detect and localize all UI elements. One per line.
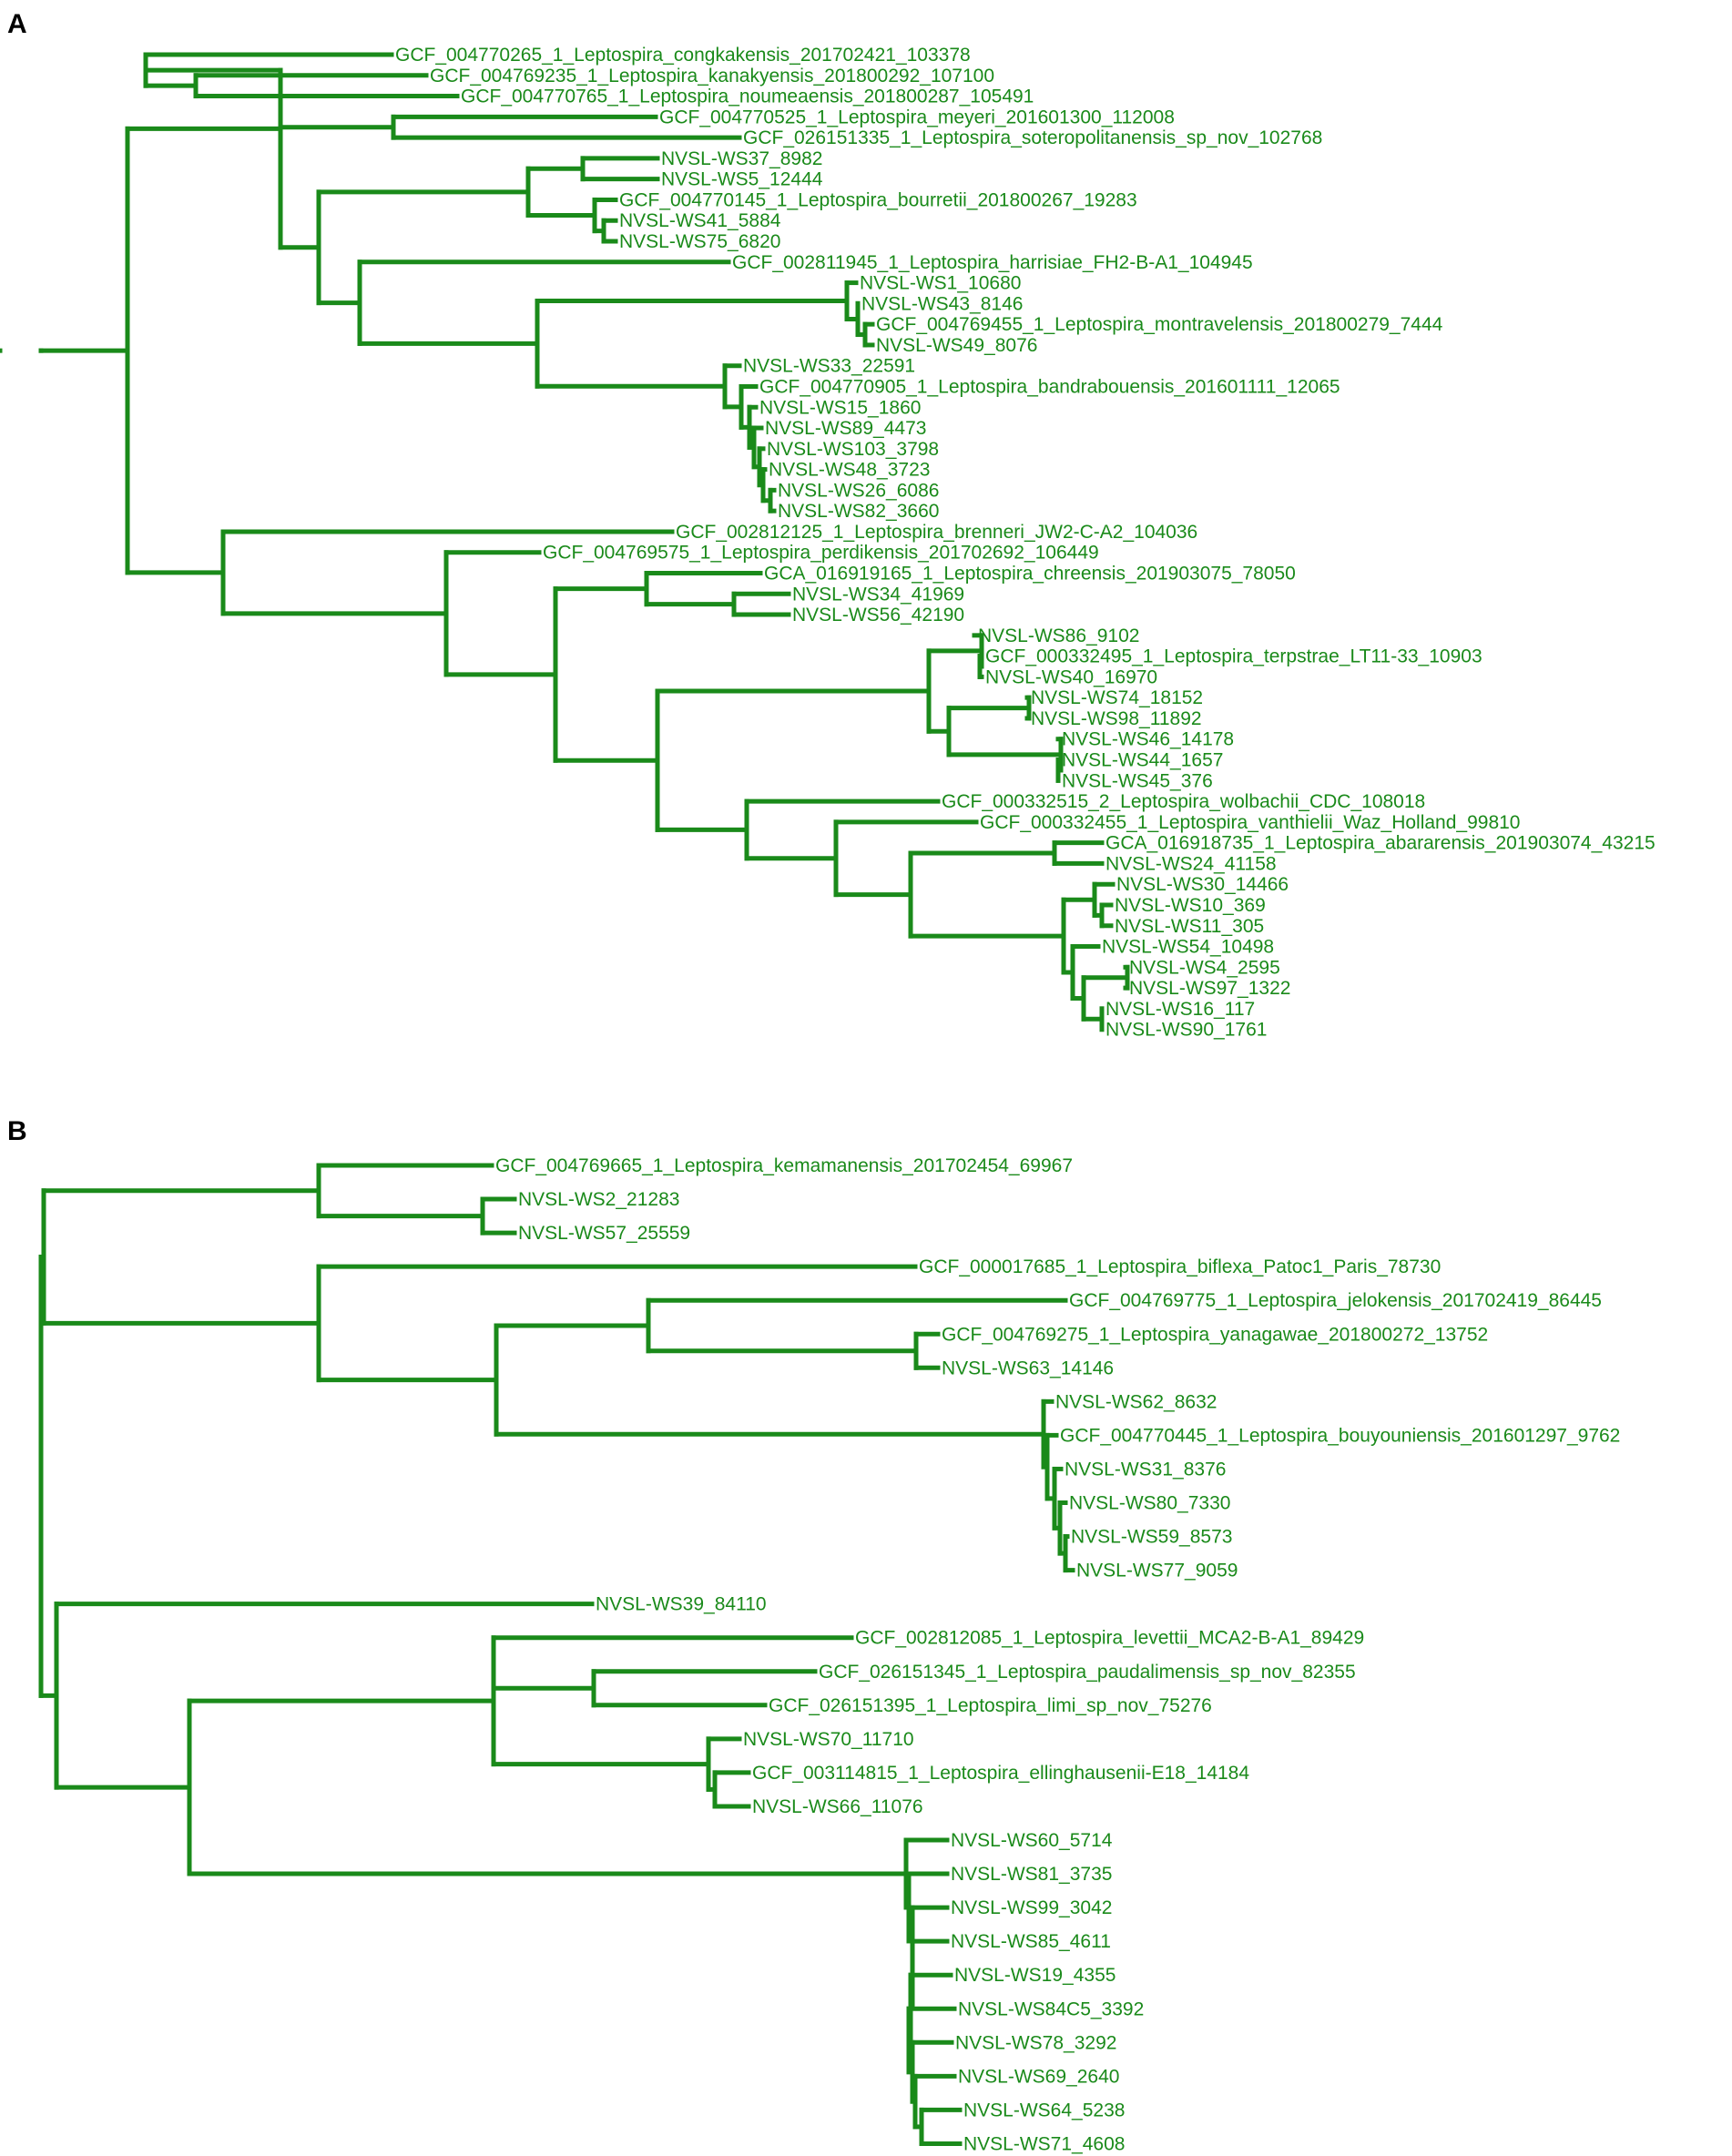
panel-b: B GCF_004769665_1_Leptospira_kemamanensi…	[7, 1116, 1620, 2154]
leaf-label: GCA_016919165_1_Leptospira_chreensis_201…	[764, 564, 1296, 585]
leaf-label: GCF_002811945_1_Leptospira_harrisiae_FH2…	[732, 252, 1253, 273]
leaf-label: NVSL-WS64_5238	[963, 2100, 1125, 2120]
leaf-label: GCF_004769665_1_Leptospira_kemamanensis_…	[495, 1155, 1073, 1176]
leaf-label: NVSL-WS43_8146	[861, 293, 1023, 314]
leaf-label: GCF_004769775_1_Leptospira_jelokensis_20…	[1069, 1290, 1602, 1311]
leaf-label: NVSL-WS77_9059	[1076, 1561, 1238, 1581]
leaf-label: NVSL-WS33_22591	[743, 356, 915, 377]
leaf-label: NVSL-WS70_11710	[743, 1729, 914, 1750]
panel-b-tree: GCF_004769665_1_Leptospira_kemamanensis_…	[38, 1155, 1620, 2154]
leaf-label: NVSL-WS57_25559	[518, 1223, 690, 1244]
leaf-label: NVSL-WS98_11892	[1031, 708, 1202, 729]
leaf-label: GCF_003114815_1_Leptospira_ellinghauseni…	[752, 1763, 1249, 1784]
leaf-label: GCF_026151335_1_Leptospira_soteropolitan…	[743, 127, 1322, 148]
leaf-label: GCF_004769455_1_Leptospira_montravelensi…	[876, 314, 1443, 335]
leaf-label: GCF_004770765_1_Leptospira_noumeaensis_2…	[461, 86, 1034, 107]
leaf-label: GCF_004769575_1_Leptospira_perdikensis_2…	[543, 543, 1099, 564]
leaf-label: GCA_016918735_1_Leptospira_abararensis_2…	[1105, 833, 1656, 854]
leaf-label: NVSL-WS59_8573	[1071, 1527, 1232, 1548]
leaf-label: NVSL-WS89_4473	[765, 418, 926, 439]
leaf-label: NVSL-WS40_16970	[985, 666, 1157, 687]
leaf-label: NVSL-WS16_117	[1105, 999, 1255, 1020]
leaf-label: NVSL-WS84C5_3392	[958, 1998, 1144, 2019]
leaf-label: GCF_004770145_1_Leptospira_bourretii_201…	[619, 189, 1137, 210]
panel-b-label: B	[7, 1116, 27, 1146]
leaf-label: NVSL-WS103_3798	[767, 439, 939, 460]
leaf-label: NVSL-WS97_1322	[1129, 978, 1290, 999]
leaf-label: GCF_004770445_1_Leptospira_bouyouniensis…	[1060, 1425, 1620, 1446]
leaf-label: NVSL-WS74_18152	[1031, 687, 1203, 708]
leaf-label: GCF_000332515_2_Leptospira_wolbachii_CDC…	[942, 791, 1425, 812]
leaf-label: GCF_026151395_1_Leptospira_limi_sp_nov_7…	[769, 1695, 1212, 1716]
leaf-label: NVSL-WS54_10498	[1102, 937, 1274, 958]
leaf-label: NVSL-WS62_8632	[1055, 1391, 1217, 1412]
leaf-label: NVSL-WS11_305	[1115, 916, 1264, 937]
leaf-label: NVSL-WS66_11076	[752, 1796, 923, 1817]
leaf-label: NVSL-WS10_369	[1115, 895, 1266, 916]
leaf-label: NVSL-WS85_4611	[951, 1931, 1111, 1952]
leaf-label: NVSL-WS45_376	[1062, 770, 1213, 791]
leaf-label: GCF_000332455_1_Leptospira_vanthielii_Wa…	[980, 812, 1521, 833]
leaf-label: NVSL-WS48_3723	[769, 460, 930, 481]
leaf-label: NVSL-WS26_6086	[778, 480, 939, 501]
leaf-label: NVSL-WS75_6820	[619, 231, 780, 252]
leaf-label: NVSL-WS46_14178	[1062, 729, 1234, 750]
leaf-label: NVSL-WS81_3735	[951, 1864, 1112, 1885]
leaf-label: NVSL-WS2_21283	[518, 1189, 679, 1210]
leaf-label: NVSL-WS15_1860	[759, 397, 921, 418]
leaf-label: NVSL-WS19_4355	[954, 1965, 1116, 1986]
leaf-label: NVSL-WS49_8076	[876, 335, 1037, 356]
leaf-label: NVSL-WS31_8376	[1065, 1459, 1226, 1480]
leaf-label: NVSL-WS82_3660	[778, 501, 939, 522]
leaf-label: GCF_004769275_1_Leptospira_yanagawae_201…	[942, 1324, 1488, 1345]
leaf-label: GCF_002812085_1_Leptospira_levettii_MCA2…	[855, 1628, 1364, 1649]
leaf-label: NVSL-WS78_3292	[955, 2032, 1116, 2053]
leaf-label: NVSL-WS5_12444	[661, 169, 823, 190]
leaf-label: NVSL-WS86_9102	[978, 625, 1139, 646]
leaf-label: NVSL-WS90_1761	[1105, 1020, 1267, 1041]
leaf-label: NVSL-WS1_10680	[860, 273, 1021, 294]
leaf-label: NVSL-WS56_42190	[792, 605, 964, 625]
panel-a-tree: GCF_004770265_1_Leptospira_congkakensis_…	[0, 45, 1656, 1041]
leaf-label: NVSL-WS80_7330	[1069, 1493, 1230, 1514]
leaf-label: NVSL-WS34_41969	[792, 584, 964, 605]
leaf-label: GCF_026151345_1_Leptospira_paudalimensis…	[819, 1662, 1356, 1683]
leaf-label: NVSL-WS69_2640	[958, 2066, 1119, 2087]
leaf-label: GCF_000017685_1_Leptospira_biflexa_Patoc…	[919, 1256, 1441, 1277]
leaf-label: NVSL-WS37_8982	[661, 148, 822, 169]
leaf-label: NVSL-WS99_3042	[951, 1897, 1112, 1918]
leaf-label: NVSL-WS41_5884	[619, 210, 781, 231]
leaf-label: NVSL-WS24_41158	[1105, 853, 1277, 874]
leaf-label: GCF_002812125_1_Leptospira_brenneri_JW2-…	[676, 522, 1197, 543]
leaf-label: NVSL-WS39_84110	[596, 1594, 767, 1615]
leaf-label: NVSL-WS30_14466	[1116, 874, 1289, 895]
leaf-label: NVSL-WS60_5714	[951, 1830, 1113, 1851]
leaf-label: GCF_004770905_1_Leptospira_bandrabouensi…	[759, 376, 1340, 397]
leaf-label: NVSL-WS44_1657	[1062, 750, 1223, 771]
leaf-label: GCF_004769235_1_Leptospira_kanakyensis_2…	[430, 66, 994, 86]
leaf-label: GCF_004770265_1_Leptospira_congkakensis_…	[395, 45, 971, 66]
leaf-label: GCF_004770525_1_Leptospira_meyeri_201601…	[659, 107, 1175, 127]
leaf-label: NVSL-WS63_14146	[942, 1358, 1114, 1378]
leaf-label: NVSL-WS4_2595	[1129, 957, 1280, 978]
panel-a-label: A	[7, 9, 27, 39]
panel-a: A GCF_004770265_1_Leptospira_congkakensi…	[0, 9, 1656, 1041]
leaf-label: NVSL-WS71_4608	[963, 2133, 1125, 2154]
leaf-label: GCF_000332495_1_Leptospira_terpstrae_LT1…	[985, 646, 1482, 667]
